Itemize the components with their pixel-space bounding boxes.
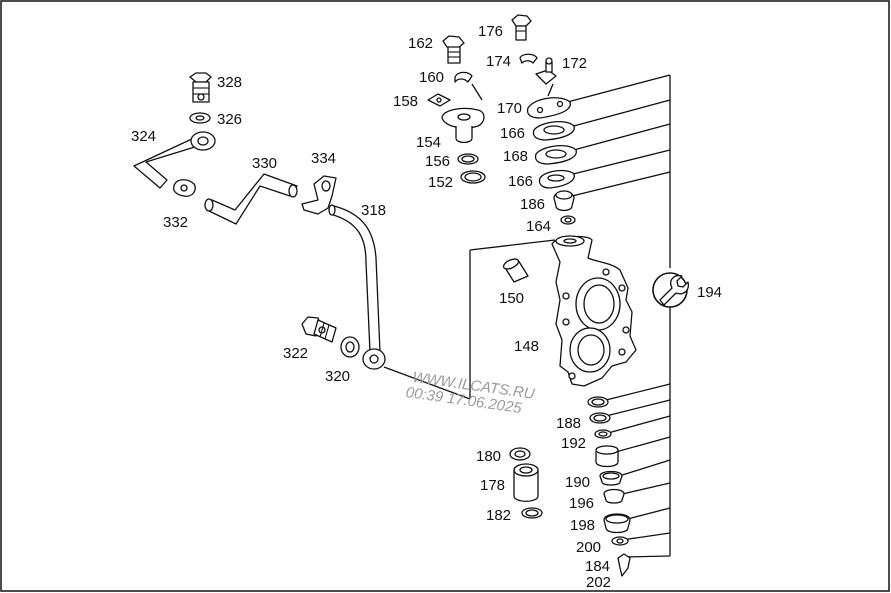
label-172[interactable]: 172 <box>562 55 587 72</box>
label-330[interactable]: 330 <box>252 155 277 172</box>
label-332[interactable]: 332 <box>163 214 188 231</box>
label-168[interactable]: 168 <box>503 148 528 165</box>
label-162[interactable]: 162 <box>408 35 433 52</box>
part-labels: 328 326 324 332 330 334 318 322 320 162 … <box>131 23 722 591</box>
cap-154 <box>441 107 485 144</box>
ring-180 <box>509 447 531 461</box>
clip-332 <box>172 179 196 197</box>
bolt-176 <box>511 14 532 41</box>
leader-lines <box>383 74 671 558</box>
label-156[interactable]: 156 <box>425 153 450 170</box>
ring-164 <box>560 215 576 225</box>
label-184[interactable]: 184 <box>585 558 610 575</box>
washer-160 <box>454 71 473 83</box>
label-178[interactable]: 178 <box>480 477 505 494</box>
plate-170 <box>526 97 571 119</box>
label-202[interactable]: 202 <box>586 574 611 591</box>
label-170[interactable]: 170 <box>497 100 522 117</box>
shim-158 <box>427 93 451 107</box>
label-192[interactable]: 192 <box>561 435 586 452</box>
bracket-334 <box>301 175 337 215</box>
label-152[interactable]: 152 <box>428 174 453 191</box>
label-318[interactable]: 318 <box>361 202 386 219</box>
ring-152 <box>460 170 486 184</box>
label-198[interactable]: 198 <box>570 517 595 534</box>
washer-320 <box>340 336 360 358</box>
hose-330 <box>204 173 298 225</box>
seal-156 <box>457 153 479 165</box>
wrench-icon <box>652 272 690 308</box>
label-182[interactable]: 182 <box>486 507 511 524</box>
pipe-324 <box>133 131 216 189</box>
lower-seal-parts <box>587 396 631 577</box>
pipe-318 <box>328 204 386 370</box>
gasket-166b <box>538 169 575 189</box>
bushing-186 <box>553 190 575 212</box>
gasket-166a <box>532 120 575 141</box>
nipple-172 <box>535 57 557 85</box>
washer-174 <box>519 53 538 64</box>
label-334[interactable]: 334 <box>311 150 336 167</box>
bolt-322 <box>301 316 337 343</box>
banjo-bolt-328 <box>189 72 212 103</box>
label-174[interactable]: 174 <box>486 53 511 70</box>
label-190[interactable]: 190 <box>565 474 590 491</box>
bolt-162 <box>442 35 465 64</box>
label-166a[interactable]: 166 <box>500 125 525 142</box>
label-158[interactable]: 158 <box>393 93 418 110</box>
steering-knuckle-148 <box>551 235 637 387</box>
label-196[interactable]: 196 <box>569 495 594 512</box>
label-188[interactable]: 188 <box>556 415 581 432</box>
label-324[interactable]: 324 <box>131 128 156 145</box>
label-164[interactable]: 164 <box>526 218 551 235</box>
bushing-150 <box>502 258 529 283</box>
sleeve-178 <box>513 463 539 502</box>
label-154[interactable]: 154 <box>416 134 441 151</box>
label-320[interactable]: 320 <box>325 368 350 385</box>
label-148[interactable]: 148 <box>514 338 539 355</box>
label-326[interactable]: 326 <box>217 111 242 128</box>
label-160[interactable]: 160 <box>419 69 444 86</box>
label-166b[interactable]: 166 <box>508 173 533 190</box>
label-186[interactable]: 186 <box>520 196 545 213</box>
label-322[interactable]: 322 <box>283 345 308 362</box>
gasket-168 <box>534 144 577 165</box>
label-180[interactable]: 180 <box>476 448 501 465</box>
washer-326 <box>189 112 211 124</box>
label-150[interactable]: 150 <box>499 290 524 307</box>
label-194[interactable]: 194 <box>697 284 722 301</box>
ring-182 <box>521 507 543 519</box>
label-200[interactable]: 200 <box>576 539 601 556</box>
label-328[interactable]: 328 <box>217 74 242 91</box>
label-176[interactable]: 176 <box>478 23 503 40</box>
